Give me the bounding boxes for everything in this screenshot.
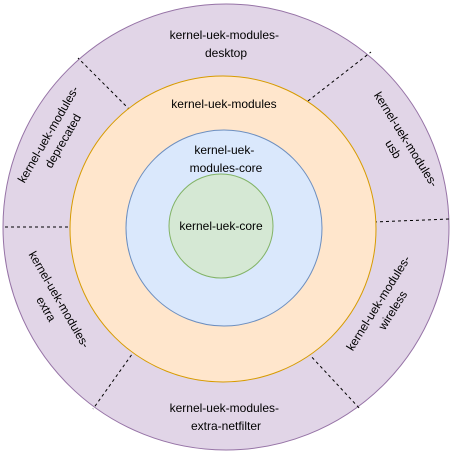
core-label: kernel-uek-core xyxy=(179,219,263,233)
divider-wireless-netfilter xyxy=(307,352,362,411)
segment-desktop-label: kernel-uek-modules- desktop xyxy=(170,28,283,60)
divider-netfilter-extra xyxy=(92,349,136,410)
segment-desktop-line2: desktop xyxy=(205,46,247,60)
divider-usb-wireless xyxy=(373,218,450,223)
modules-label: kernel-uek-modules xyxy=(171,97,276,111)
segment-desktop-line1: kernel-uek-modules- xyxy=(170,28,279,42)
core-circle xyxy=(168,173,274,279)
modules-core-label-line2: modules-core xyxy=(190,161,263,175)
segment-extra-netfilter-line1: kernel-uek-modules- xyxy=(170,401,279,415)
segment-extra-netfilter-label: kernel-uek-modules- extra-netfilter xyxy=(170,401,283,433)
divider-desktop-usb xyxy=(307,51,372,102)
segment-extra-netfilter-line2: extra-netfilter xyxy=(191,419,261,433)
divider-deprecated-desktop xyxy=(77,57,131,111)
modules-core-label-line1: kernel-uek- xyxy=(194,143,254,157)
segment-dividers xyxy=(3,51,450,411)
modules-core-label: kernel-uek- modules-core xyxy=(190,143,263,175)
